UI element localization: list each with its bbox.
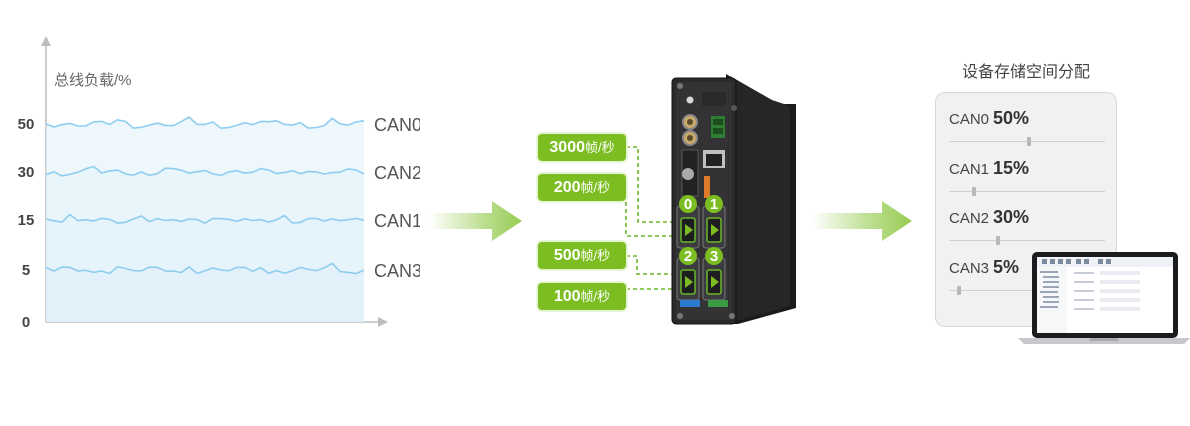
y-axis-title: 总线负载/% [54, 72, 132, 89]
storage-channel: CAN3 [949, 260, 990, 277]
port-arrow-icon [685, 276, 693, 288]
series-line-can0 [45, 116, 365, 130]
rate-unit: 帧/秒 [584, 140, 615, 155]
port-number-badge [705, 195, 723, 213]
series-line-can2 [45, 165, 365, 177]
laptop-icon [1018, 252, 1190, 344]
rate-unit: 帧/秒 [580, 289, 611, 304]
connector-200 [625, 188, 708, 237]
series-label-can3: CAN3 [374, 261, 420, 281]
storage-slider-knob [995, 236, 1000, 245]
storage-channel: CAN2 [949, 210, 990, 227]
series-label-can0: CAN0 [374, 115, 420, 135]
port-number: 2 [684, 248, 692, 265]
rate-connectors [625, 146, 708, 296]
flow-arrow-right-icon [812, 201, 912, 241]
port-number-badge [705, 247, 723, 265]
storage-slider-track [949, 240, 1105, 241]
port-number-badge [679, 195, 697, 213]
rate-unit: 帧/秒 [580, 180, 611, 195]
rate-badge-200: 200帧/秒 [538, 174, 626, 201]
series-line-can3 [45, 262, 365, 275]
series-line-can1 [45, 213, 365, 225]
storage-percent: 30% [993, 207, 1030, 227]
port-arrow-icon [711, 276, 719, 288]
storage-title: 设备存储空间分配 [961, 64, 1090, 81]
y-tick-label: 15 [18, 212, 35, 229]
y-tick-label: 0 [22, 314, 30, 331]
storage-slider-knob [972, 187, 977, 196]
rate-unit: 帧/秒 [580, 248, 611, 263]
x-axis-arrow [378, 317, 388, 327]
series-area [46, 166, 364, 322]
series-area [46, 117, 364, 322]
storage-slider-track [949, 290, 1105, 291]
port-number: 1 [710, 196, 718, 213]
y-axis-arrow [41, 36, 51, 46]
storage-percent: 5% [993, 257, 1020, 277]
y-tick-label: 5 [22, 262, 30, 279]
can-recorder-device: 0 1 2 3 [671, 74, 796, 325]
rate-badge-3000: 3000帧/秒 [538, 134, 626, 161]
connector-3000 [626, 146, 678, 223]
rate-badge-100: 100帧/秒 [538, 283, 626, 310]
card-knob [682, 168, 694, 180]
rate-value: 500 [553, 247, 581, 264]
port-arrow-icon [711, 224, 719, 236]
port-number: 0 [684, 196, 692, 213]
series-area [46, 214, 364, 322]
storage-slider-track [949, 191, 1105, 192]
storage-slider-knob [956, 286, 961, 295]
series-label-can1: CAN1 [374, 211, 420, 231]
connector-100 [625, 288, 708, 296]
port-number: 3 [710, 248, 718, 265]
port-number-badge [679, 247, 697, 265]
rate-value: 200 [553, 179, 581, 196]
series-area [46, 263, 364, 322]
storage-channel: CAN1 [949, 161, 990, 178]
y-tick-label: 30 [18, 164, 35, 181]
series-label-can2: CAN2 [374, 163, 420, 183]
storage-percent: 15% [993, 158, 1030, 178]
storage-percent: 50% [993, 108, 1030, 128]
storage-slider-knob [1027, 137, 1031, 146]
rate-value: 100 [553, 288, 581, 305]
y-tick-label: 50 [18, 116, 35, 133]
rate-badge-500: 500帧/秒 [538, 242, 626, 269]
storage-channel: CAN0 [949, 111, 990, 128]
connector-500 [626, 255, 678, 275]
flow-arrow-left-icon [430, 201, 522, 241]
rate-value: 3000 [549, 139, 585, 156]
port-arrow-icon [685, 224, 693, 236]
